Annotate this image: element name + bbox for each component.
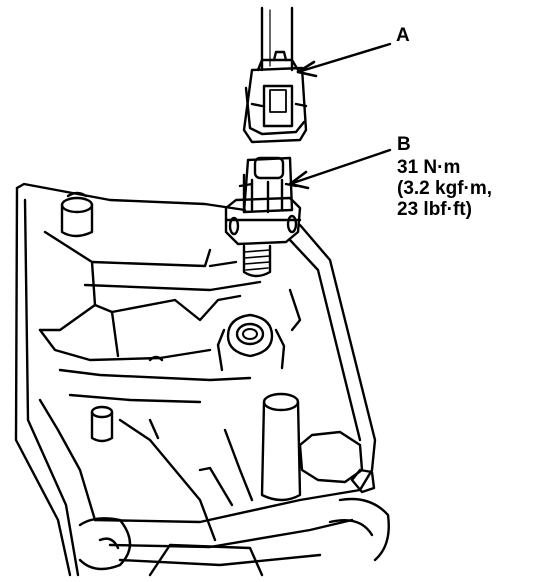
torque-spec-nm: 31 N·m — [397, 157, 461, 178]
wiring-connector-icon — [242, 6, 308, 144]
pressure-sensor-icon — [224, 156, 302, 278]
callout-label-b: B — [397, 134, 411, 155]
leader-arrow-a — [296, 42, 392, 78]
engine-housing — [14, 182, 390, 577]
callout-label-a: A — [396, 25, 410, 46]
torque-spec-kgf: (3.2 kgf·m, — [397, 178, 493, 199]
leader-arrow-b — [288, 148, 392, 190]
torque-spec-lbf: 23 lbf·ft) — [397, 199, 472, 220]
